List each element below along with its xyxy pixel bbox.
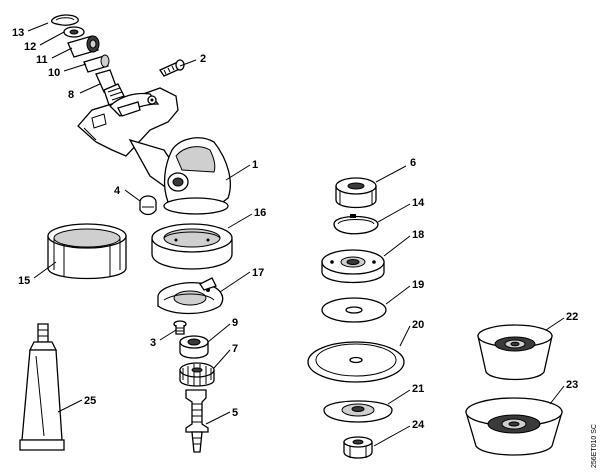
needle-bearing-part-10 [83,54,110,73]
ball-bearing-part-9 [179,335,209,359]
callout-23: 23 [566,379,578,391]
leader-lines [27,22,565,447]
drawing-code: 256ET010 SC [591,424,598,468]
disc-part-20 [307,341,405,383]
ring-part-15 [47,223,127,280]
callout-5: 5 [232,407,238,419]
callout-17: 17 [252,267,264,279]
callout-19: 19 [412,279,424,291]
callout-6: 6 [410,157,416,169]
callout-11: 11 [36,54,48,66]
callout-18: 18 [412,229,424,241]
callout-1: 1 [252,159,258,171]
cover-plate-part-17 [157,277,224,315]
callout-20: 20 [412,319,424,331]
callout-8: 8 [68,89,74,101]
callout-22: 22 [566,311,578,323]
plug-part-4 [139,195,157,216]
gear-housing-part-1 [77,87,231,215]
callout-13: 13 [12,27,24,39]
ball-bearing-part-11 [67,35,100,58]
washer-part-19 [321,297,387,323]
callout-25: 25 [84,395,96,407]
callout-3: 3 [150,337,156,349]
nut-part-24 [343,436,373,459]
grease-tube-part-25 [19,323,65,451]
thrust-plate-part-18 [321,249,385,284]
callout-14: 14 [412,197,425,209]
circlip-part-13 [50,14,79,26]
ball-bearing-part-6 [335,177,377,209]
callout-2: 2 [200,53,206,65]
callout-15: 15 [18,275,30,287]
screw-part-3 [173,320,187,335]
callout-4: 4 [114,185,121,197]
callout-21: 21 [412,383,424,395]
callout-12: 12 [24,41,36,53]
callout-labels: 13 12 11 10 8 2 1 4 16 15 17 3 9 7 5 25 … [12,27,578,431]
clamp-ring-part-16 [151,223,233,270]
cup-part-22 [477,324,553,381]
circlip-part-14 [333,214,379,235]
output-shaft-part-5 [185,389,209,453]
rider-plate-part-21 [323,400,393,423]
callout-16: 16 [254,207,266,219]
callout-24: 24 [412,419,425,431]
screw-part-2 [159,59,185,77]
callout-9: 9 [232,317,238,329]
bevel-gear-part-7 [179,362,215,387]
ring-part-12 [63,26,85,38]
cup-part-23 [465,397,563,456]
callout-7: 7 [232,343,238,355]
callout-10: 10 [48,67,60,79]
